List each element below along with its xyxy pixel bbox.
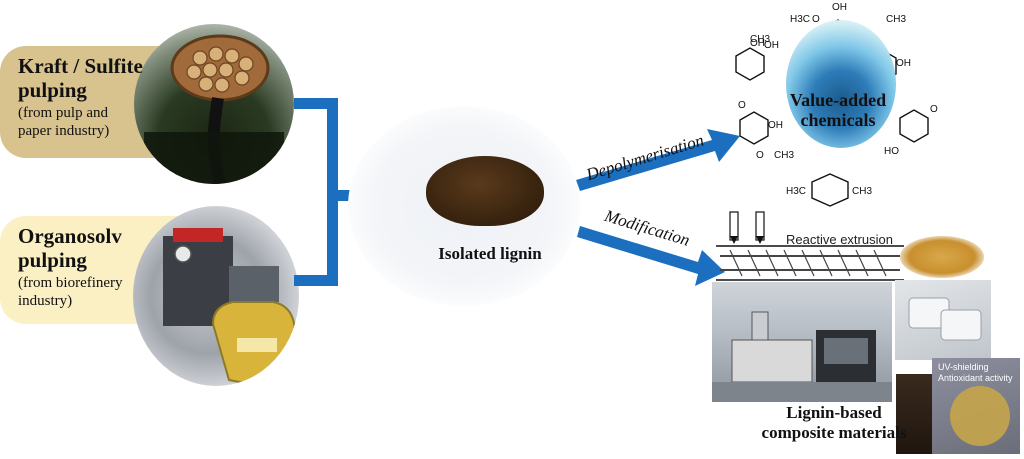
xylene-ring — [811, 173, 849, 207]
struct-label: HO — [884, 146, 899, 157]
kraft-title-line-2: pulping — [18, 78, 87, 102]
lignin-particle-image — [900, 236, 984, 278]
struct-label: OH — [764, 40, 779, 51]
lignin-powder-pile — [426, 156, 544, 226]
reactive-extrusion-label: Reactive extrusion — [786, 232, 893, 247]
film-illustration — [950, 386, 1010, 446]
vanillin-ring — [739, 111, 769, 145]
organosolv-title-line-1: Organosolv — [18, 224, 122, 248]
struct-label: O — [738, 100, 746, 111]
film-properties-text: UV-shielding Antioxidant activity — [938, 362, 1018, 384]
lignin-composite-label: Lignin-based composite materials — [734, 403, 934, 443]
struct-label: CH3 — [750, 34, 771, 45]
trays-illustration — [908, 297, 982, 341]
kraft-title-line-1: Kraft / Sulfite — [18, 54, 143, 78]
struct-label: CH3 — [886, 14, 907, 25]
composite-label-line-1: Lignin-based — [786, 403, 882, 422]
hydroxybenzoic-ring — [899, 109, 929, 143]
film-text-line-1: UV-shielding — [938, 362, 989, 372]
struct-label: O — [812, 14, 820, 25]
organosolv-reactor-photo — [133, 206, 299, 386]
isolated-lignin-label: Isolated lignin — [438, 244, 542, 263]
composite-label-line-2: composite materials — [761, 423, 907, 442]
guaiacol-ring — [735, 47, 765, 81]
organosolv-title-line-2: pulping — [18, 248, 87, 272]
struct-label: OH — [750, 38, 765, 49]
depolymerisation-arrow — [576, 129, 740, 191]
struct-label: OH — [768, 120, 783, 131]
organosolv-sub-line-1: (from biorefinery — [18, 275, 123, 291]
struct-label: OH — [832, 2, 847, 13]
struct-label: OH — [896, 58, 911, 69]
extruder-machine-illustration — [712, 311, 892, 402]
kraft-sub-line-2: paper industry) — [18, 123, 110, 139]
film-text-line-2: Antioxidant activity — [938, 373, 1013, 383]
chemicals-flask-image — [786, 20, 896, 148]
chemicals-label-line-1: Value-added — [789, 90, 887, 110]
struct-label: O — [930, 104, 938, 115]
organosolv-sub-line-2: industry) — [18, 293, 73, 309]
struct-label: CH3 — [774, 150, 795, 161]
chemicals-label-line-2: chemicals — [800, 110, 876, 130]
kraft-sulfite-label: Kraft / Sulfite pulping (from pulp and p… — [18, 54, 143, 140]
extruder-schematic — [716, 211, 904, 281]
struct-label: O — [756, 150, 764, 161]
struct-label: H3C — [790, 14, 811, 25]
modification-arrow — [577, 226, 725, 286]
extruder-lab-photo — [712, 282, 892, 402]
value-added-chemicals-label: Value-added chemicals — [758, 90, 918, 130]
lignin-film-photo — [932, 358, 1020, 454]
struct-label: CH3 — [852, 186, 873, 197]
reactor-illustration — [163, 228, 296, 385]
struct-label: H3C — [786, 186, 807, 197]
lignin-trays-photo — [895, 280, 991, 360]
organosolv-label: Organosolv pulping (from biorefinery ind… — [18, 224, 123, 310]
kraft-sub-line-1: (from pulp and — [18, 105, 108, 121]
